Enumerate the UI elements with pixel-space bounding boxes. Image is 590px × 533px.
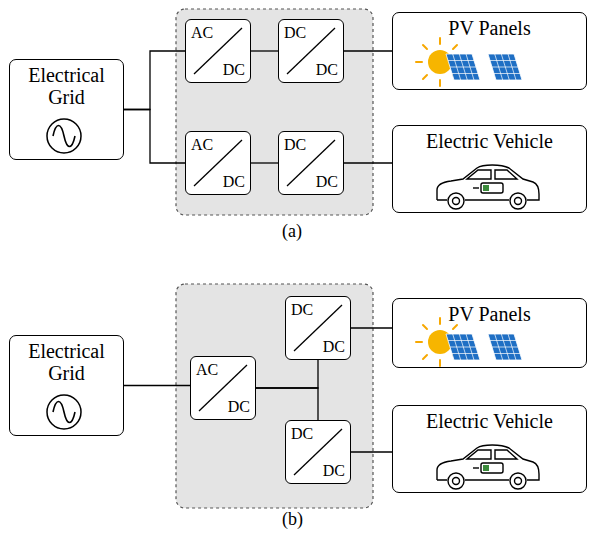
power-wire bbox=[344, 162, 392, 163]
device-name: PV Panels bbox=[393, 299, 586, 325]
device-box: Electric Vehicle bbox=[392, 125, 587, 213]
car-icon bbox=[437, 165, 539, 209]
power-wire bbox=[256, 388, 318, 420]
converter-label: DC bbox=[223, 61, 245, 79]
converter-box: DC DC bbox=[278, 19, 344, 83]
power-wire bbox=[351, 451, 392, 452]
car-icon bbox=[437, 445, 539, 489]
converter-box: AC DC bbox=[185, 19, 251, 83]
subfigure-label: (b) bbox=[282, 509, 303, 530]
ac-source-symbol bbox=[47, 395, 81, 429]
device-box: PV Panels bbox=[392, 298, 587, 368]
subfigure-label: (a) bbox=[282, 221, 302, 242]
power-wire bbox=[124, 51, 185, 110]
converter-box: DC DC bbox=[285, 420, 351, 484]
converter-region bbox=[176, 9, 373, 215]
power-wire bbox=[124, 110, 185, 164]
converter-label: DC bbox=[291, 425, 313, 443]
power-wire bbox=[251, 162, 278, 163]
ac-source-symbol bbox=[47, 119, 81, 153]
converter-label: AC bbox=[191, 136, 213, 154]
device-name: PV Panels bbox=[393, 13, 586, 39]
device-box: Electrical Grid bbox=[9, 59, 124, 160]
converter-box: AC DC bbox=[190, 356, 256, 420]
converter-label: DC bbox=[223, 173, 245, 191]
device-name: Electrical Grid bbox=[10, 60, 123, 108]
pv-icon bbox=[416, 38, 522, 86]
converter-box: DC DC bbox=[278, 131, 344, 195]
converter-region bbox=[176, 284, 373, 508]
converter-label: DC bbox=[323, 462, 345, 480]
converter-label: DC bbox=[228, 398, 250, 416]
device-box: Electrical Grid bbox=[9, 335, 124, 436]
converter-label: DC bbox=[284, 136, 306, 154]
device-name: Electric Vehicle bbox=[393, 126, 586, 152]
device-name: Electric Vehicle bbox=[393, 406, 586, 432]
device-box: PV Panels bbox=[392, 12, 587, 90]
converter-label: DC bbox=[316, 61, 338, 79]
converter-box: AC DC bbox=[185, 131, 251, 195]
device-name: Electrical Grid bbox=[10, 336, 123, 384]
converter-label: DC bbox=[291, 301, 313, 319]
device-box: Electric Vehicle bbox=[392, 405, 587, 493]
power-wire bbox=[251, 50, 278, 51]
power-wire bbox=[344, 50, 392, 51]
converter-box: DC DC bbox=[285, 296, 351, 360]
power-wire bbox=[124, 385, 190, 386]
converter-label: AC bbox=[196, 361, 218, 379]
power-wire bbox=[256, 360, 318, 388]
converter-label: DC bbox=[323, 338, 345, 356]
converter-label: DC bbox=[284, 24, 306, 42]
converter-label: AC bbox=[191, 24, 213, 42]
converter-label: DC bbox=[316, 173, 338, 191]
power-wire bbox=[351, 327, 392, 328]
pv-icon bbox=[416, 318, 522, 366]
